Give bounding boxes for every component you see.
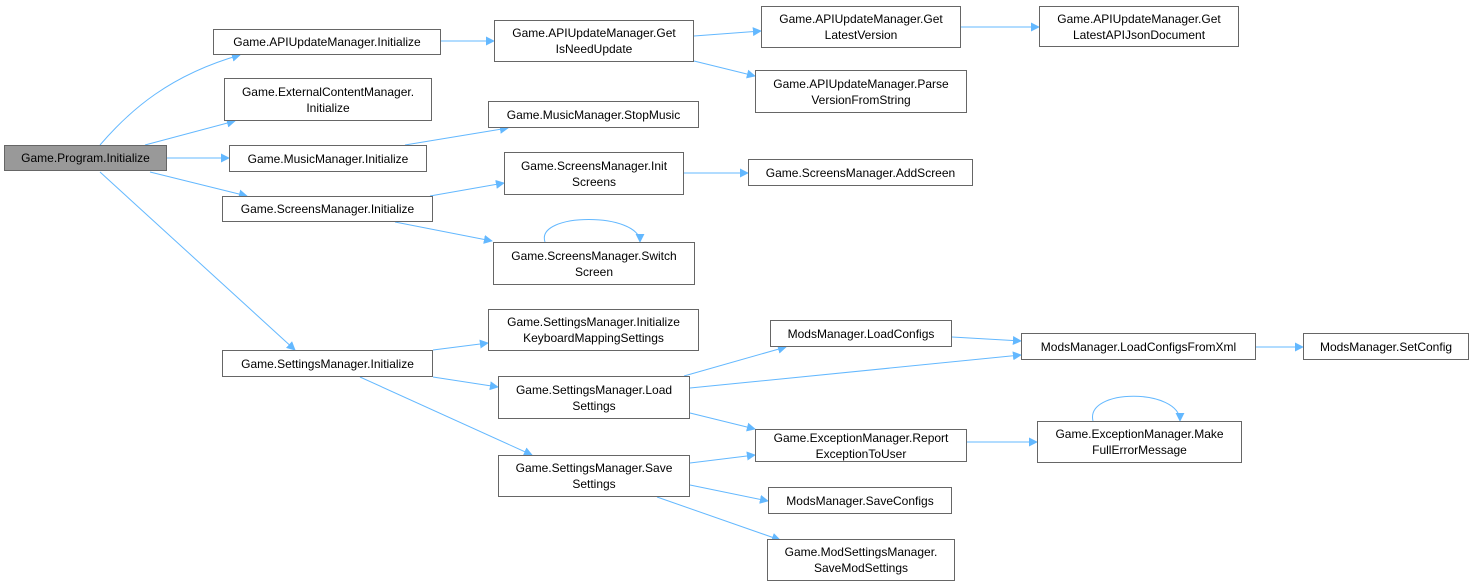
edge-program-to-api_init (99, 52, 241, 146)
edge-get_need_update-to-get_latest_version (693, 27, 762, 37)
edge-screens_init-to-switch_screen (394, 221, 493, 244)
node-load-configs[interactable]: ModsManager.LoadConfigs (770, 320, 952, 347)
node-switch-screen[interactable]: Game.ScreensManager.Switch Screen (493, 242, 695, 285)
edge-program-to-screens_init (149, 171, 248, 199)
node-settings-init[interactable]: Game.SettingsManager.Initialize (222, 350, 433, 377)
edge-load_settings-to-load_configs (683, 344, 787, 377)
edge-settings_init-to-save_settings (359, 376, 533, 456)
node-get-latest-version[interactable]: Game.APIUpdateManager.Get LatestVersion (761, 6, 961, 48)
node-api-init[interactable]: Game.APIUpdateManager.Initialize (213, 29, 441, 55)
node-save-mod-settings[interactable]: Game.ModSettingsManager. SaveModSettings (767, 539, 955, 581)
node-init-keyboard[interactable]: Game.SettingsManager.Initialize Keyboard… (488, 309, 699, 351)
node-stop-music[interactable]: Game.MusicManager.StopMusic (488, 101, 699, 128)
node-make-full-error[interactable]: Game.ExceptionManager.Make FullErrorMess… (1037, 421, 1242, 463)
edge-load_configs-to-load_configs_xml (951, 336, 1022, 346)
edge-get_need_update-to-parse_version (693, 60, 756, 79)
node-screens-init[interactable]: Game.ScreensManager.Initialize (222, 196, 433, 222)
edge-make_full_error-to-make_full_error (1092, 395, 1185, 422)
node-load-settings[interactable]: Game.SettingsManager.Load Settings (498, 376, 690, 419)
node-get-latest-json[interactable]: Game.APIUpdateManager.Get LatestAPIJsonD… (1039, 6, 1239, 47)
node-init-screens[interactable]: Game.ScreensManager.Init Screens (504, 152, 684, 195)
edge-load_settings-to-report_exception (689, 412, 756, 432)
node-report-exception[interactable]: Game.ExceptionManager.Report ExceptionTo… (755, 429, 967, 462)
edge-save_settings-to-save_mod_settings (656, 496, 781, 542)
edge-settings_init-to-load_settings (432, 376, 499, 391)
edge-program-to-settings_init (99, 171, 296, 351)
node-load-configs-xml[interactable]: ModsManager.LoadConfigsFromXml (1021, 333, 1256, 360)
node-save-configs[interactable]: ModsManager.SaveConfigs (768, 487, 952, 514)
edge-save_settings-to-report_exception (689, 451, 756, 464)
edge-music_init-to-stop_music (404, 124, 509, 146)
node-music-init[interactable]: Game.MusicManager.Initialize (229, 145, 427, 172)
edge-screens_init-to-init_screens (429, 179, 505, 197)
node-get-need-update[interactable]: Game.APIUpdateManager.Get IsNeedUpdate (494, 20, 694, 62)
edge-switch_screen-to-switch_screen (544, 219, 645, 243)
edge-program-to-ext_init (144, 118, 236, 146)
edge-save_settings-to-save_configs (689, 484, 769, 504)
node-program[interactable]: Game.Program.Initialize (4, 145, 167, 171)
node-set-config[interactable]: ModsManager.SetConfig (1303, 333, 1469, 360)
node-save-settings[interactable]: Game.SettingsManager.Save Settings (498, 455, 690, 497)
node-parse-version[interactable]: Game.APIUpdateManager.Parse VersionFromS… (755, 70, 967, 113)
edge-load_settings-to-load_configs_xml (689, 351, 1022, 389)
node-add-screen[interactable]: Game.ScreensManager.AddScreen (748, 159, 973, 186)
edge-settings_init-to-init_keyboard (432, 339, 489, 351)
node-ext-init[interactable]: Game.ExternalContentManager. Initialize (224, 78, 432, 121)
